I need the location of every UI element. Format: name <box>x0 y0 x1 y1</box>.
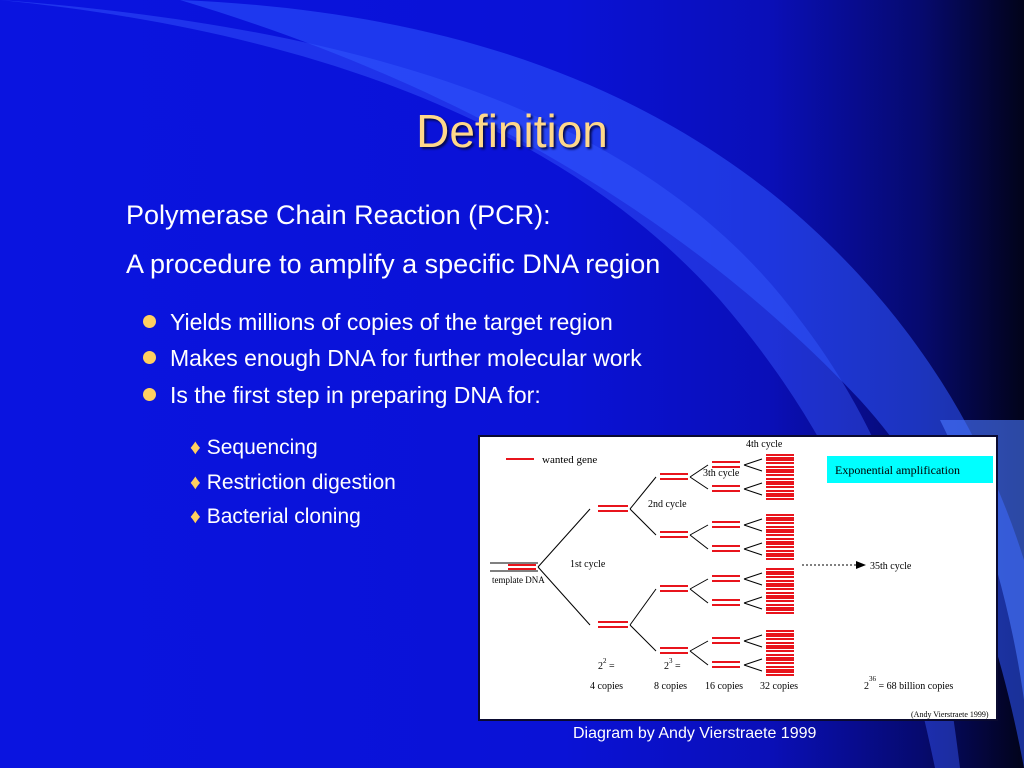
branch-line <box>743 488 763 496</box>
branch-line <box>689 578 709 590</box>
sub-bullet-item: ♦Restriction digestion <box>190 471 396 494</box>
bullet-item: Yields millions of copies of the target … <box>143 309 613 336</box>
branch-line <box>743 658 763 666</box>
intro-line-1: Polymerase Chain Reaction (PCR): <box>126 200 551 230</box>
branch-line <box>537 566 591 626</box>
bullet-dot-icon <box>143 351 156 364</box>
branch-line <box>629 624 657 652</box>
branch-line <box>743 542 763 550</box>
branch-line <box>629 508 657 536</box>
branch-line <box>537 508 591 568</box>
branch-line <box>629 588 657 626</box>
cycle-2-label: 2nd cycle <box>648 499 687 510</box>
legend-label: wanted gene <box>542 454 597 466</box>
slide-title: Definition <box>416 105 608 157</box>
branch-line <box>743 518 763 526</box>
diamond-icon: ♦ <box>190 471 201 494</box>
branch-line <box>743 572 763 580</box>
bullet-dot-icon <box>143 388 156 401</box>
branch-line <box>743 602 763 610</box>
cycle-4-label: 4th cycle <box>746 439 783 450</box>
exponential-badge-text: Exponential amplification <box>835 463 960 477</box>
author-label: (Andy Vierstraete 1999) <box>911 710 989 719</box>
pcr-diagram-svg: wanted gene template DNA 1st cycle 2nd c… <box>490 439 993 719</box>
pcr-diagram: wanted gene template DNA 1st cycle 2nd c… <box>478 435 998 721</box>
sub-bullet-item: ♦Bacterial cloning <box>190 505 361 528</box>
formula-4-copies: 22 = <box>598 657 615 672</box>
template-dna-label: template DNA <box>492 575 545 585</box>
branch-line <box>743 640 763 648</box>
branch-line <box>743 596 763 604</box>
branch-line <box>689 534 709 550</box>
branch-line <box>689 650 709 666</box>
branch-line <box>689 524 709 536</box>
bullet-item: Makes enough DNA for further molecular w… <box>143 345 642 372</box>
bullet-item: Is the first step in preparing DNA for: <box>143 382 541 409</box>
diagram-credit: Diagram by Andy Vierstraete 1999 <box>573 725 817 742</box>
cycle-35-label: 35th cycle <box>870 561 912 572</box>
diamond-icon: ♦ <box>190 436 201 459</box>
bullet-dot-icon <box>143 315 156 328</box>
branch-line <box>743 664 763 672</box>
copies-4-label: 4 copies <box>590 681 623 692</box>
branch-line <box>689 464 709 478</box>
branch-line <box>743 548 763 556</box>
arrow-head-icon <box>856 561 866 569</box>
copies-8-label: 8 copies <box>654 681 687 692</box>
branch-line <box>689 640 709 652</box>
branch-line <box>689 588 709 604</box>
branch-line <box>743 524 763 532</box>
cycle-1-label: 1st cycle <box>570 559 606 570</box>
cycle-3-label: 3th cycle <box>703 468 740 479</box>
branch-line <box>743 578 763 586</box>
intro-line-2: A procedure to amplify a specific DNA re… <box>126 249 661 279</box>
branch-line <box>743 458 763 466</box>
branch-line <box>743 482 763 490</box>
branch-line <box>629 476 657 510</box>
formula-8-copies: 23 = <box>664 657 681 672</box>
copies-32-label: 32 copies <box>760 681 798 692</box>
branch-line <box>743 634 763 642</box>
branch-line <box>689 476 709 490</box>
branch-line <box>743 464 763 472</box>
final-formula: 236 = 68 billion copies <box>864 675 953 692</box>
sub-bullet-item: ♦Sequencing <box>190 436 318 459</box>
diamond-icon: ♦ <box>190 505 201 528</box>
copies-16-label: 16 copies <box>705 681 743 692</box>
exponential-badge <box>827 456 993 483</box>
